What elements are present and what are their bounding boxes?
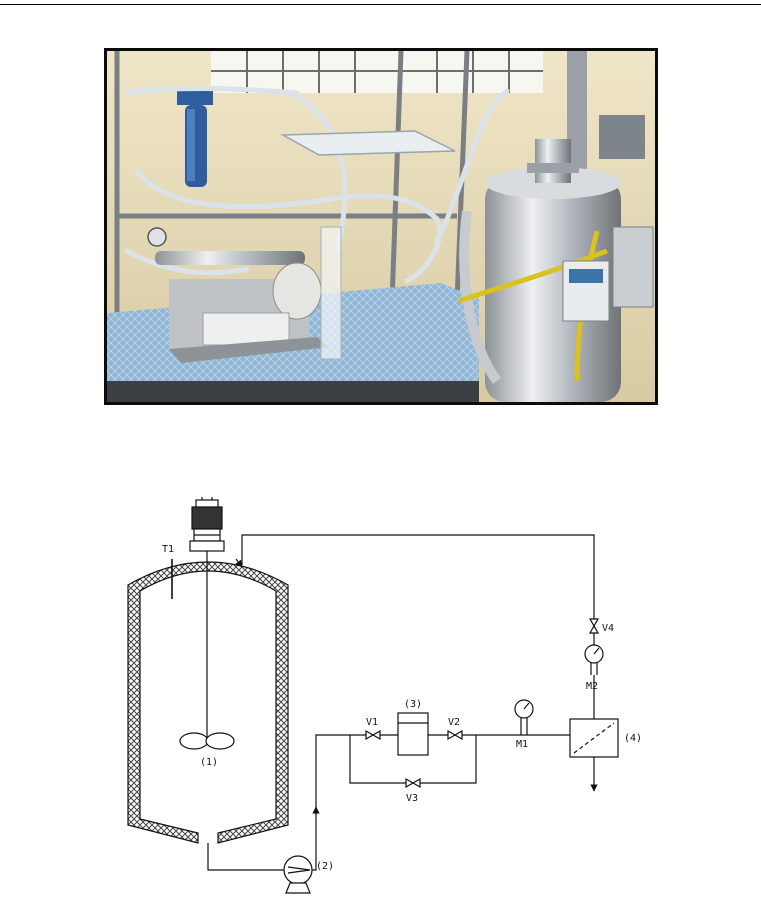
tank-outlet-line [208,843,286,870]
label-v1: V1 [366,717,378,728]
label-v2: V2 [448,717,460,728]
tank-insulation-jacket [128,562,288,843]
measuring-cylinder [321,227,341,359]
rig-photograph [104,48,658,405]
valve-v1[interactable] [366,731,380,739]
label-t1: T1 [162,544,174,555]
pump-discharge-line [312,735,350,870]
pressure-gauge-m1 [515,700,533,735]
label-unit-3: (3) [404,699,422,710]
process-schematic: T1 (1) (2) (3) (4) V1 V2 V3 V4 M1 M2 [110,495,655,901]
membrane-unit-4 [570,719,618,757]
valve-v4[interactable] [590,619,598,633]
pump-2 [284,856,312,893]
label-m2: M2 [586,681,598,692]
label-v4: V4 [602,623,614,634]
label-v3: V3 [406,793,418,804]
unit-3 [398,713,428,755]
electrical-box [599,115,645,159]
page-top-rule [0,4,761,5]
return-line [242,535,594,623]
valve-v2[interactable] [448,731,462,739]
label-tank-1: (1) [200,757,218,768]
agitator-motor [190,497,224,551]
lab-window [211,51,543,93]
rig-photo-illustration [107,51,655,402]
label-pump-2: (2) [316,861,334,872]
label-unit-4: (4) [624,733,642,744]
valve-v3[interactable] [406,779,420,787]
pressure-gauge-m2 [585,645,603,675]
bench-edge [107,381,479,402]
label-m1: M1 [516,739,528,750]
